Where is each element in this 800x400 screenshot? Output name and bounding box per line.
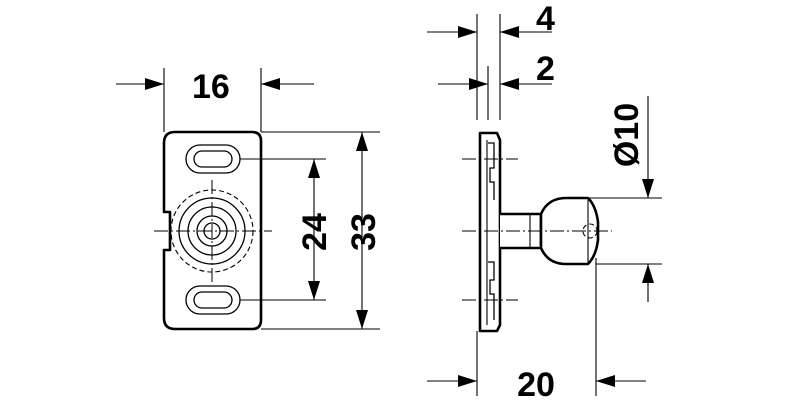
dim-front-width: 16 bbox=[116, 68, 314, 132]
side-view bbox=[462, 131, 612, 333]
dim-ball-diameter: Ø10 bbox=[588, 96, 662, 302]
dim-hole-spacing: 24 bbox=[240, 158, 334, 301]
dim-front-width-label: 16 bbox=[192, 68, 230, 106]
dim-front-height-label: 33 bbox=[345, 213, 383, 251]
ball-head-outline bbox=[539, 196, 600, 266]
dim-plate-thickness-label: 4 bbox=[536, 0, 555, 38]
upper-slot-inner bbox=[193, 150, 233, 168]
lower-slot-inner bbox=[193, 291, 233, 309]
side-plate-steps bbox=[488, 142, 495, 320]
dim-ball-diameter-label: Ø10 bbox=[608, 103, 646, 167]
dim-front-height: 33 bbox=[261, 131, 383, 330]
dim-flange-thickness: 2 bbox=[438, 50, 555, 120]
dim-flange-thickness-label: 2 bbox=[536, 50, 555, 88]
dim-side-length: 20 bbox=[427, 258, 646, 400]
dim-hole-spacing-label: 24 bbox=[296, 213, 334, 251]
side-plate-outline bbox=[478, 131, 502, 333]
dim-side-length-label: 20 bbox=[517, 366, 555, 400]
front-view bbox=[154, 130, 272, 331]
dim-plate-thickness: 4 bbox=[427, 0, 555, 120]
